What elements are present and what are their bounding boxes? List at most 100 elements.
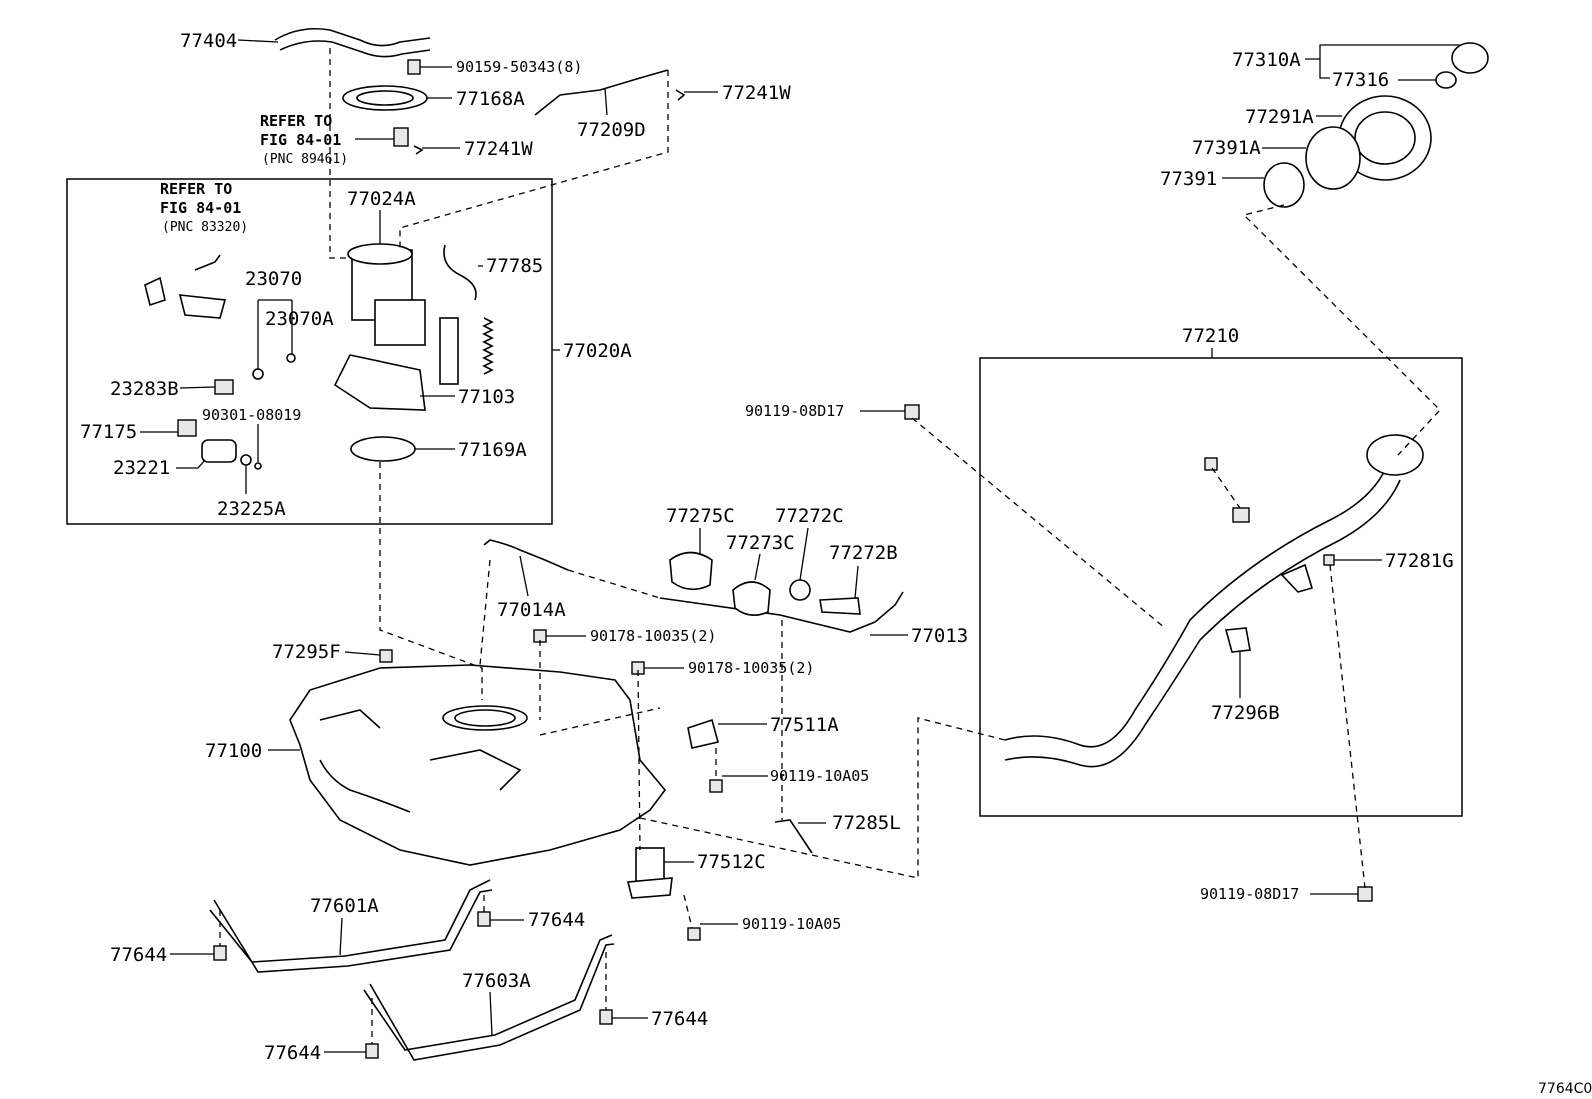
label-77168A: 77168A: [456, 88, 525, 110]
bracket-upper-shape: [1280, 563, 1314, 593]
tank-opening-inner: [454, 709, 516, 727]
filler-pipe-assembly-box: [979, 357, 1463, 817]
filter-23221-shape: [201, 439, 237, 463]
label-90159-50343: 90159-50343(8): [456, 58, 582, 76]
label-refer-to-1: REFER TO: [260, 112, 332, 130]
leader-77014A: [519, 555, 529, 597]
label-90301-08019: 90301-08019: [202, 406, 301, 424]
gasket-77316-shape: [1435, 71, 1457, 89]
bolt-77644-b-shape: [477, 911, 491, 927]
strap-77601A-edge: [213, 889, 493, 973]
sender-83320-shape: [144, 276, 166, 307]
label-77273C: 77273C: [726, 532, 795, 554]
label-77391A: 77391A: [1192, 137, 1261, 159]
label-77391: 77391: [1160, 168, 1217, 190]
bolt-77644-c-shape: [365, 1043, 379, 1059]
label-77241W-a: 77241W: [722, 82, 791, 104]
fuel-tank-77100-shape: [289, 664, 667, 866]
spring-shape: [482, 317, 494, 375]
bolt-90119-10A05-b-shape: [687, 927, 701, 941]
label-77169A: 77169A: [458, 439, 527, 461]
label-77024A: 77024A: [347, 188, 416, 210]
dash-77169A: [379, 462, 483, 700]
tank-detail-1: [319, 709, 381, 729]
label-90119-08D17-a: 90119-08D17: [745, 402, 844, 420]
label-23221: 23221: [113, 457, 170, 479]
label-77316: 77316: [1332, 69, 1389, 91]
label-77241W-b: 77241W: [464, 138, 533, 160]
strap-77603A-shape: [363, 934, 613, 1051]
bolt-upper-shape: [1204, 457, 1218, 471]
drawing-id: 7764C0: [1538, 1081, 1592, 1097]
clip-upper-shape: [1232, 507, 1250, 523]
label-fig-84-01-1: FIG 84-01: [260, 131, 341, 149]
label-90119-08D17-b: 90119-08D17: [1200, 885, 1299, 903]
screw-90159-shape: [407, 59, 421, 75]
clip-23283B-shape: [214, 379, 234, 395]
leader-77272B: [854, 565, 859, 599]
dash-77209D: [399, 70, 669, 250]
label-77296B: 77296B: [1211, 702, 1280, 724]
label-77512C: 77512C: [697, 851, 766, 873]
label-77103: 77103: [458, 386, 515, 408]
hose-77404-shape: [274, 27, 431, 47]
pump-77024A-top: [347, 243, 413, 265]
label-77285L: 77285L: [832, 812, 901, 834]
grommet-77272B-shape: [819, 597, 861, 615]
label-pnc-83320: (PNC 83320): [162, 220, 248, 235]
tube-77209D-shape: [534, 69, 669, 116]
bolt-90119-08D17-a-shape: [904, 404, 920, 420]
ring-77169A-shape: [350, 436, 416, 462]
leader-77295F: [344, 651, 381, 656]
fuel-pump-assembly-box: [66, 178, 553, 525]
label-pnc-89461: (PNC 89461): [262, 152, 348, 167]
dash-90119-08D17-a: [911, 417, 1166, 629]
filler-pipe-77210-outer: [1004, 479, 1401, 768]
label-77272C: 77272C: [775, 505, 844, 527]
label-77013: 77013: [911, 625, 968, 647]
label-77603A: 77603A: [462, 970, 531, 992]
bracket-77512C-base: [626, 877, 673, 899]
label-77281G: 77281G: [1385, 550, 1454, 572]
tank-detail-2: [429, 749, 522, 791]
label-77644-b: 77644: [528, 909, 585, 931]
label-77210: 77210: [1182, 325, 1239, 347]
label-77310A: 77310A: [1232, 49, 1301, 71]
label-77100: 77100: [205, 740, 262, 762]
hose-77014A-shape: [483, 539, 569, 571]
leader-23283B: [179, 386, 216, 389]
dash-90178-b: [637, 669, 641, 851]
dash-gasket-neck: [1242, 204, 1441, 456]
label-77644-c: 77644: [264, 1042, 321, 1064]
grommet-77275C-shape: [669, 551, 713, 591]
clip-77241W-a-shape: [675, 89, 686, 101]
label-90178-10035-b: 90178-10035(2): [688, 659, 814, 677]
sender-89461-shape: [393, 127, 409, 147]
leader-77272C: [799, 527, 809, 581]
hose-77404-shape-2: [279, 40, 431, 58]
cap-77310A-shape: [1451, 42, 1489, 74]
leader-77209D: [604, 87, 608, 116]
bracket-77511A-shape: [687, 718, 719, 749]
leader-77273C: [754, 553, 761, 581]
bracket-77103-shape: [333, 354, 426, 411]
bolt-77644-d-shape: [599, 1009, 613, 1025]
filler-pipe-77210-shape: [1004, 454, 1399, 748]
dash-tank-bracket: [539, 707, 661, 736]
gasket-77168A-inner: [356, 90, 414, 106]
dash-filler-connect: [639, 717, 1006, 879]
label-77020A: 77020A: [563, 340, 632, 362]
sender-83320-arm: [178, 294, 227, 319]
leader-23070: [257, 299, 293, 370]
label-77511A: 77511A: [770, 714, 839, 736]
bolt-90119-08D17-b-shape: [1357, 886, 1373, 902]
bolt-90119-10A05-a-shape: [709, 779, 723, 793]
gasket-77391-shape: [1263, 162, 1305, 208]
label-23070A: 23070A: [265, 308, 334, 330]
dash-77404: [329, 48, 352, 259]
bracket-77285L-shape: [774, 819, 813, 854]
label-77291A: 77291A: [1245, 106, 1314, 128]
dash-90119-10A05-b: [683, 894, 693, 929]
gasket-77391A-shape: [1305, 126, 1361, 190]
label-90178-10035-a: 90178-10035(2): [590, 627, 716, 645]
